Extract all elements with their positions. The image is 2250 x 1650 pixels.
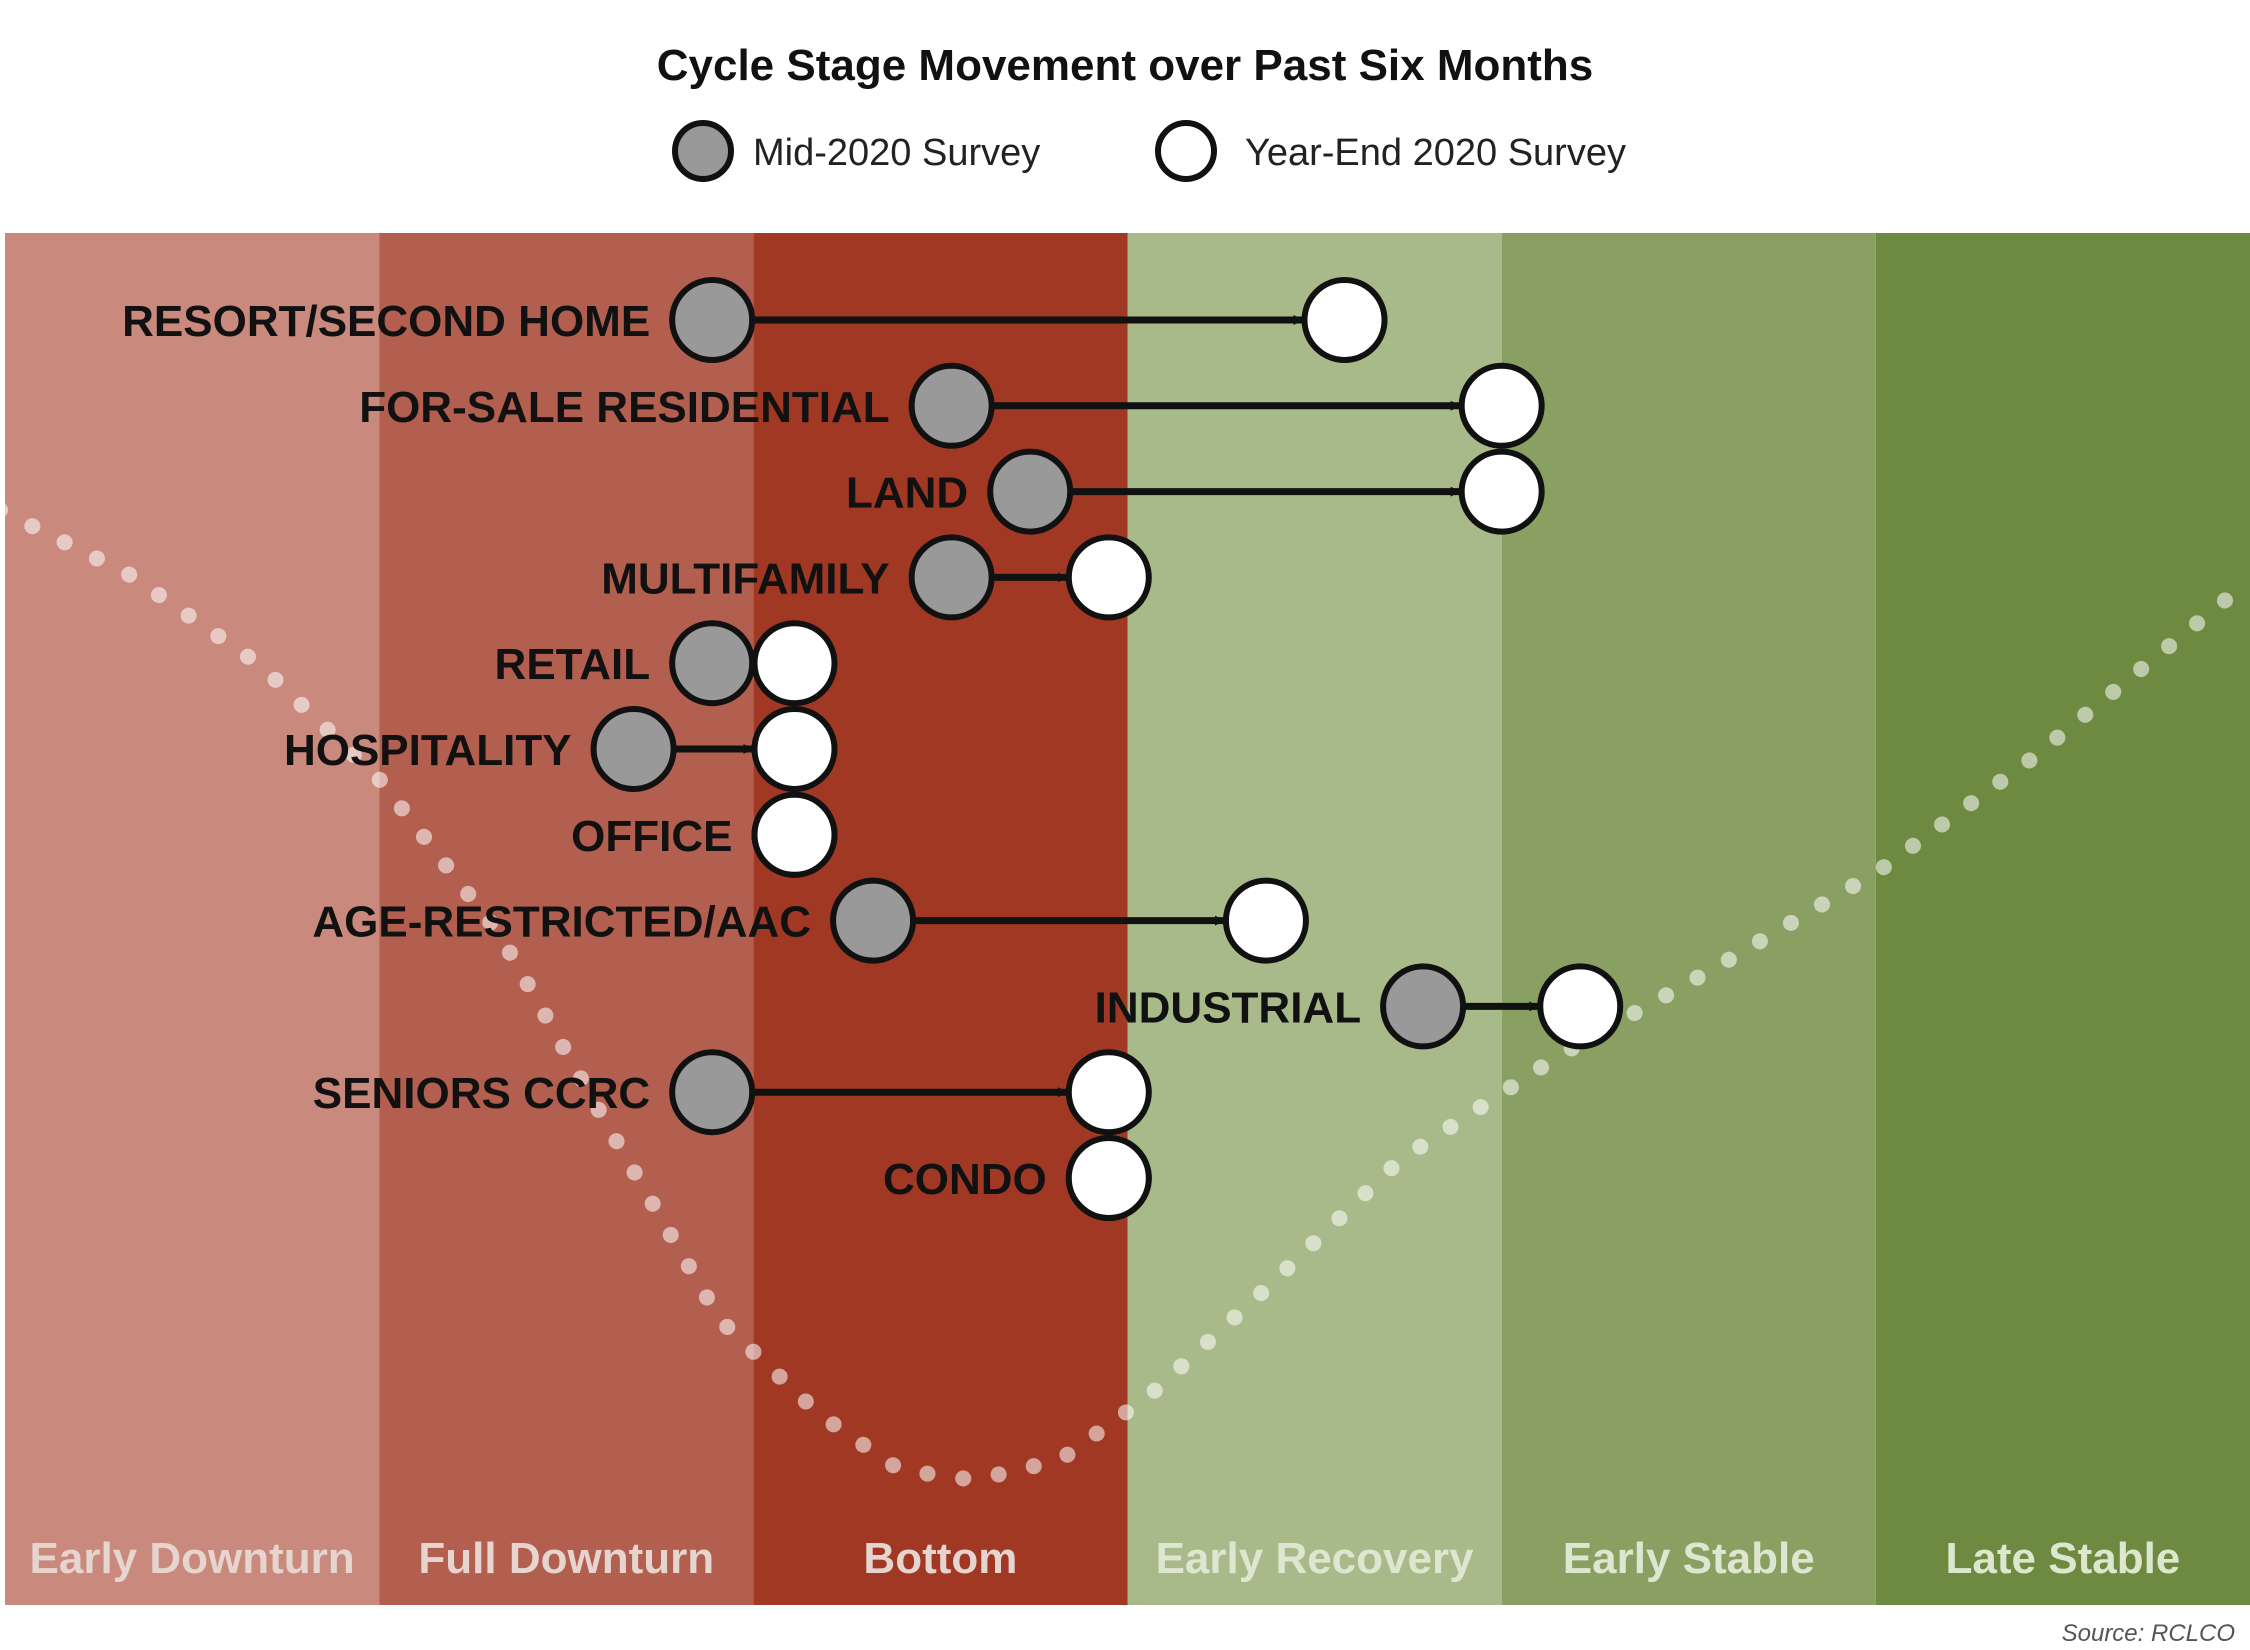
year-end-2020-marker xyxy=(751,620,838,707)
stage-label-late-stable: Late Stable xyxy=(1946,1534,2181,1583)
row-condo: CONDO xyxy=(883,1135,1152,1221)
stage-band-early-downturn xyxy=(5,233,380,1605)
mid-2020-marker xyxy=(830,877,917,964)
legend-marker-mid-2020 xyxy=(672,120,734,182)
mid-2020-marker xyxy=(1380,963,1467,1050)
year-end-2020-marker xyxy=(1065,1049,1152,1136)
category-label: HOSPITALITY xyxy=(284,726,572,775)
row-multifamily: MULTIFAMILY xyxy=(601,534,1152,621)
row-age-restricted-aac: AGE-RESTRICTED/AAC xyxy=(312,877,1309,964)
chart-title: Cycle Stage Movement over Past Six Month… xyxy=(657,41,1594,90)
stage-band-late-stable xyxy=(1875,233,2250,1605)
category-label: MULTIFAMILY xyxy=(601,554,889,603)
row-retail: RETAIL xyxy=(495,620,838,707)
mid-2020-marker xyxy=(590,706,677,792)
year-end-2020-marker xyxy=(1458,362,1545,449)
legend-label-year-end-2020: Year-End 2020 Survey xyxy=(1245,132,1626,174)
year-end-2020-marker xyxy=(1065,534,1152,621)
cycle-curve-path xyxy=(0,502,2250,1489)
stage-label-early-downturn: Early Downturn xyxy=(30,1534,355,1583)
stage-label-bottom: Bottom xyxy=(863,1534,1017,1583)
source-note: Source: RCLCO xyxy=(2062,1620,2235,1647)
category-label: CONDO xyxy=(883,1155,1047,1204)
category-rows: RESORT/SECOND HOME FOR-SALE RESIDENTIAL LA… xyxy=(122,277,1624,1221)
category-label: INDUSTRIAL xyxy=(1095,983,1361,1032)
year-end-2020-marker xyxy=(1537,963,1624,1050)
row-seniors-ccrc: SENIORS CCRC xyxy=(313,1049,1152,1136)
legend-label-mid-2020: Mid-2020 Survey xyxy=(753,132,1040,174)
stage-band-early-stable xyxy=(1501,233,1876,1605)
category-label: LAND xyxy=(846,469,968,518)
legend: Mid-2020 Survey Year-End 2020 Survey xyxy=(672,120,1626,182)
year-end-2020-marker xyxy=(751,706,838,792)
mid-2020-marker xyxy=(908,362,995,449)
category-label: RETAIL xyxy=(495,640,651,689)
row-resort-second-home: RESORT/SECOND HOME xyxy=(122,277,1388,363)
mid-2020-marker xyxy=(669,1049,756,1136)
stage-label-full-downturn: Full Downturn xyxy=(418,1534,714,1583)
stage-label-early-stable: Early Stable xyxy=(1563,1534,1815,1583)
category-label: AGE-RESTRICTED/AAC xyxy=(312,898,811,947)
legend-marker-year-end-2020 xyxy=(1155,120,1217,182)
year-end-2020-marker xyxy=(1458,448,1545,535)
stage-label-early-recovery: Early Recovery xyxy=(1156,1534,1475,1583)
year-end-2020-marker xyxy=(1222,877,1309,964)
category-label: SENIORS CCRC xyxy=(313,1069,650,1118)
mid-2020-marker xyxy=(908,534,995,621)
row-office: OFFICE xyxy=(571,791,838,878)
category-label: RESORT/SECOND HOME xyxy=(122,297,650,346)
mid-2020-marker xyxy=(669,620,756,707)
category-label: OFFICE xyxy=(571,812,732,861)
mid-2020-marker xyxy=(669,277,756,363)
year-end-2020-marker xyxy=(1065,1135,1152,1221)
row-hospitality: HOSPITALITY xyxy=(284,706,838,792)
year-end-2020-marker xyxy=(751,791,838,878)
row-industrial: INDUSTRIAL xyxy=(1095,963,1624,1050)
mid-2020-marker xyxy=(987,448,1074,535)
category-label: FOR-SALE RESIDENTIAL xyxy=(359,383,889,432)
stage-band-full-downturn xyxy=(379,233,754,1605)
year-end-2020-marker xyxy=(1301,277,1388,363)
row-land: LAND xyxy=(846,448,1545,535)
cycle-curve xyxy=(0,502,2250,1489)
row-for-sale-residential: FOR-SALE RESIDENTIAL xyxy=(359,362,1545,449)
